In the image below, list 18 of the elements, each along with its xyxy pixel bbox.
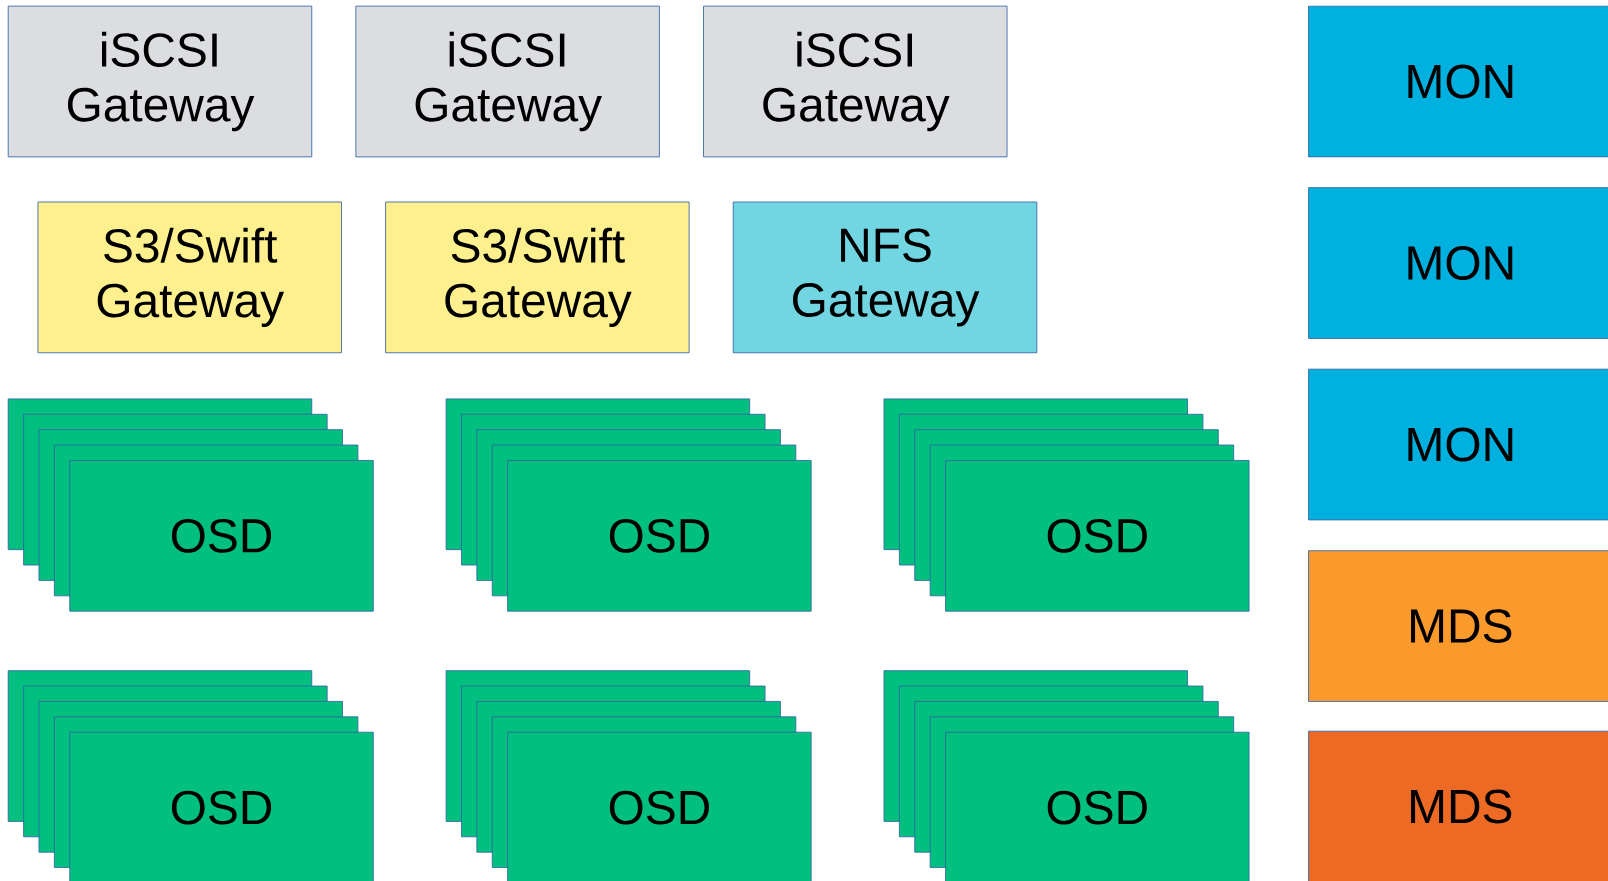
gateway-box: S3/Swift Gateway	[385, 201, 690, 354]
node-label: OSD	[1047, 790, 1147, 825]
mon-box: MON	[1308, 5, 1608, 158]
gateway-box: S3/Swift Gateway	[37, 201, 342, 354]
gateway-box: iSCSI Gateway	[703, 5, 1008, 158]
mds-box: MDS	[1308, 730, 1608, 881]
gateway-box: iSCSI Gateway	[355, 5, 660, 158]
gateway-box: iSCSI Gateway	[7, 5, 313, 158]
osd-box: OSD	[507, 731, 812, 881]
mon-box: MON	[1308, 368, 1608, 521]
osd-box: OSD	[69, 460, 374, 612]
mon-box: MON	[1308, 187, 1608, 339]
osd-box: OSD	[945, 460, 1250, 612]
osd-box: OSD	[507, 460, 812, 612]
osd-box: OSD	[69, 731, 374, 881]
osd-box: OSD	[945, 731, 1250, 881]
mds-box: MDS	[1308, 550, 1608, 702]
gateway-box: NFS Gateway	[732, 201, 1038, 354]
